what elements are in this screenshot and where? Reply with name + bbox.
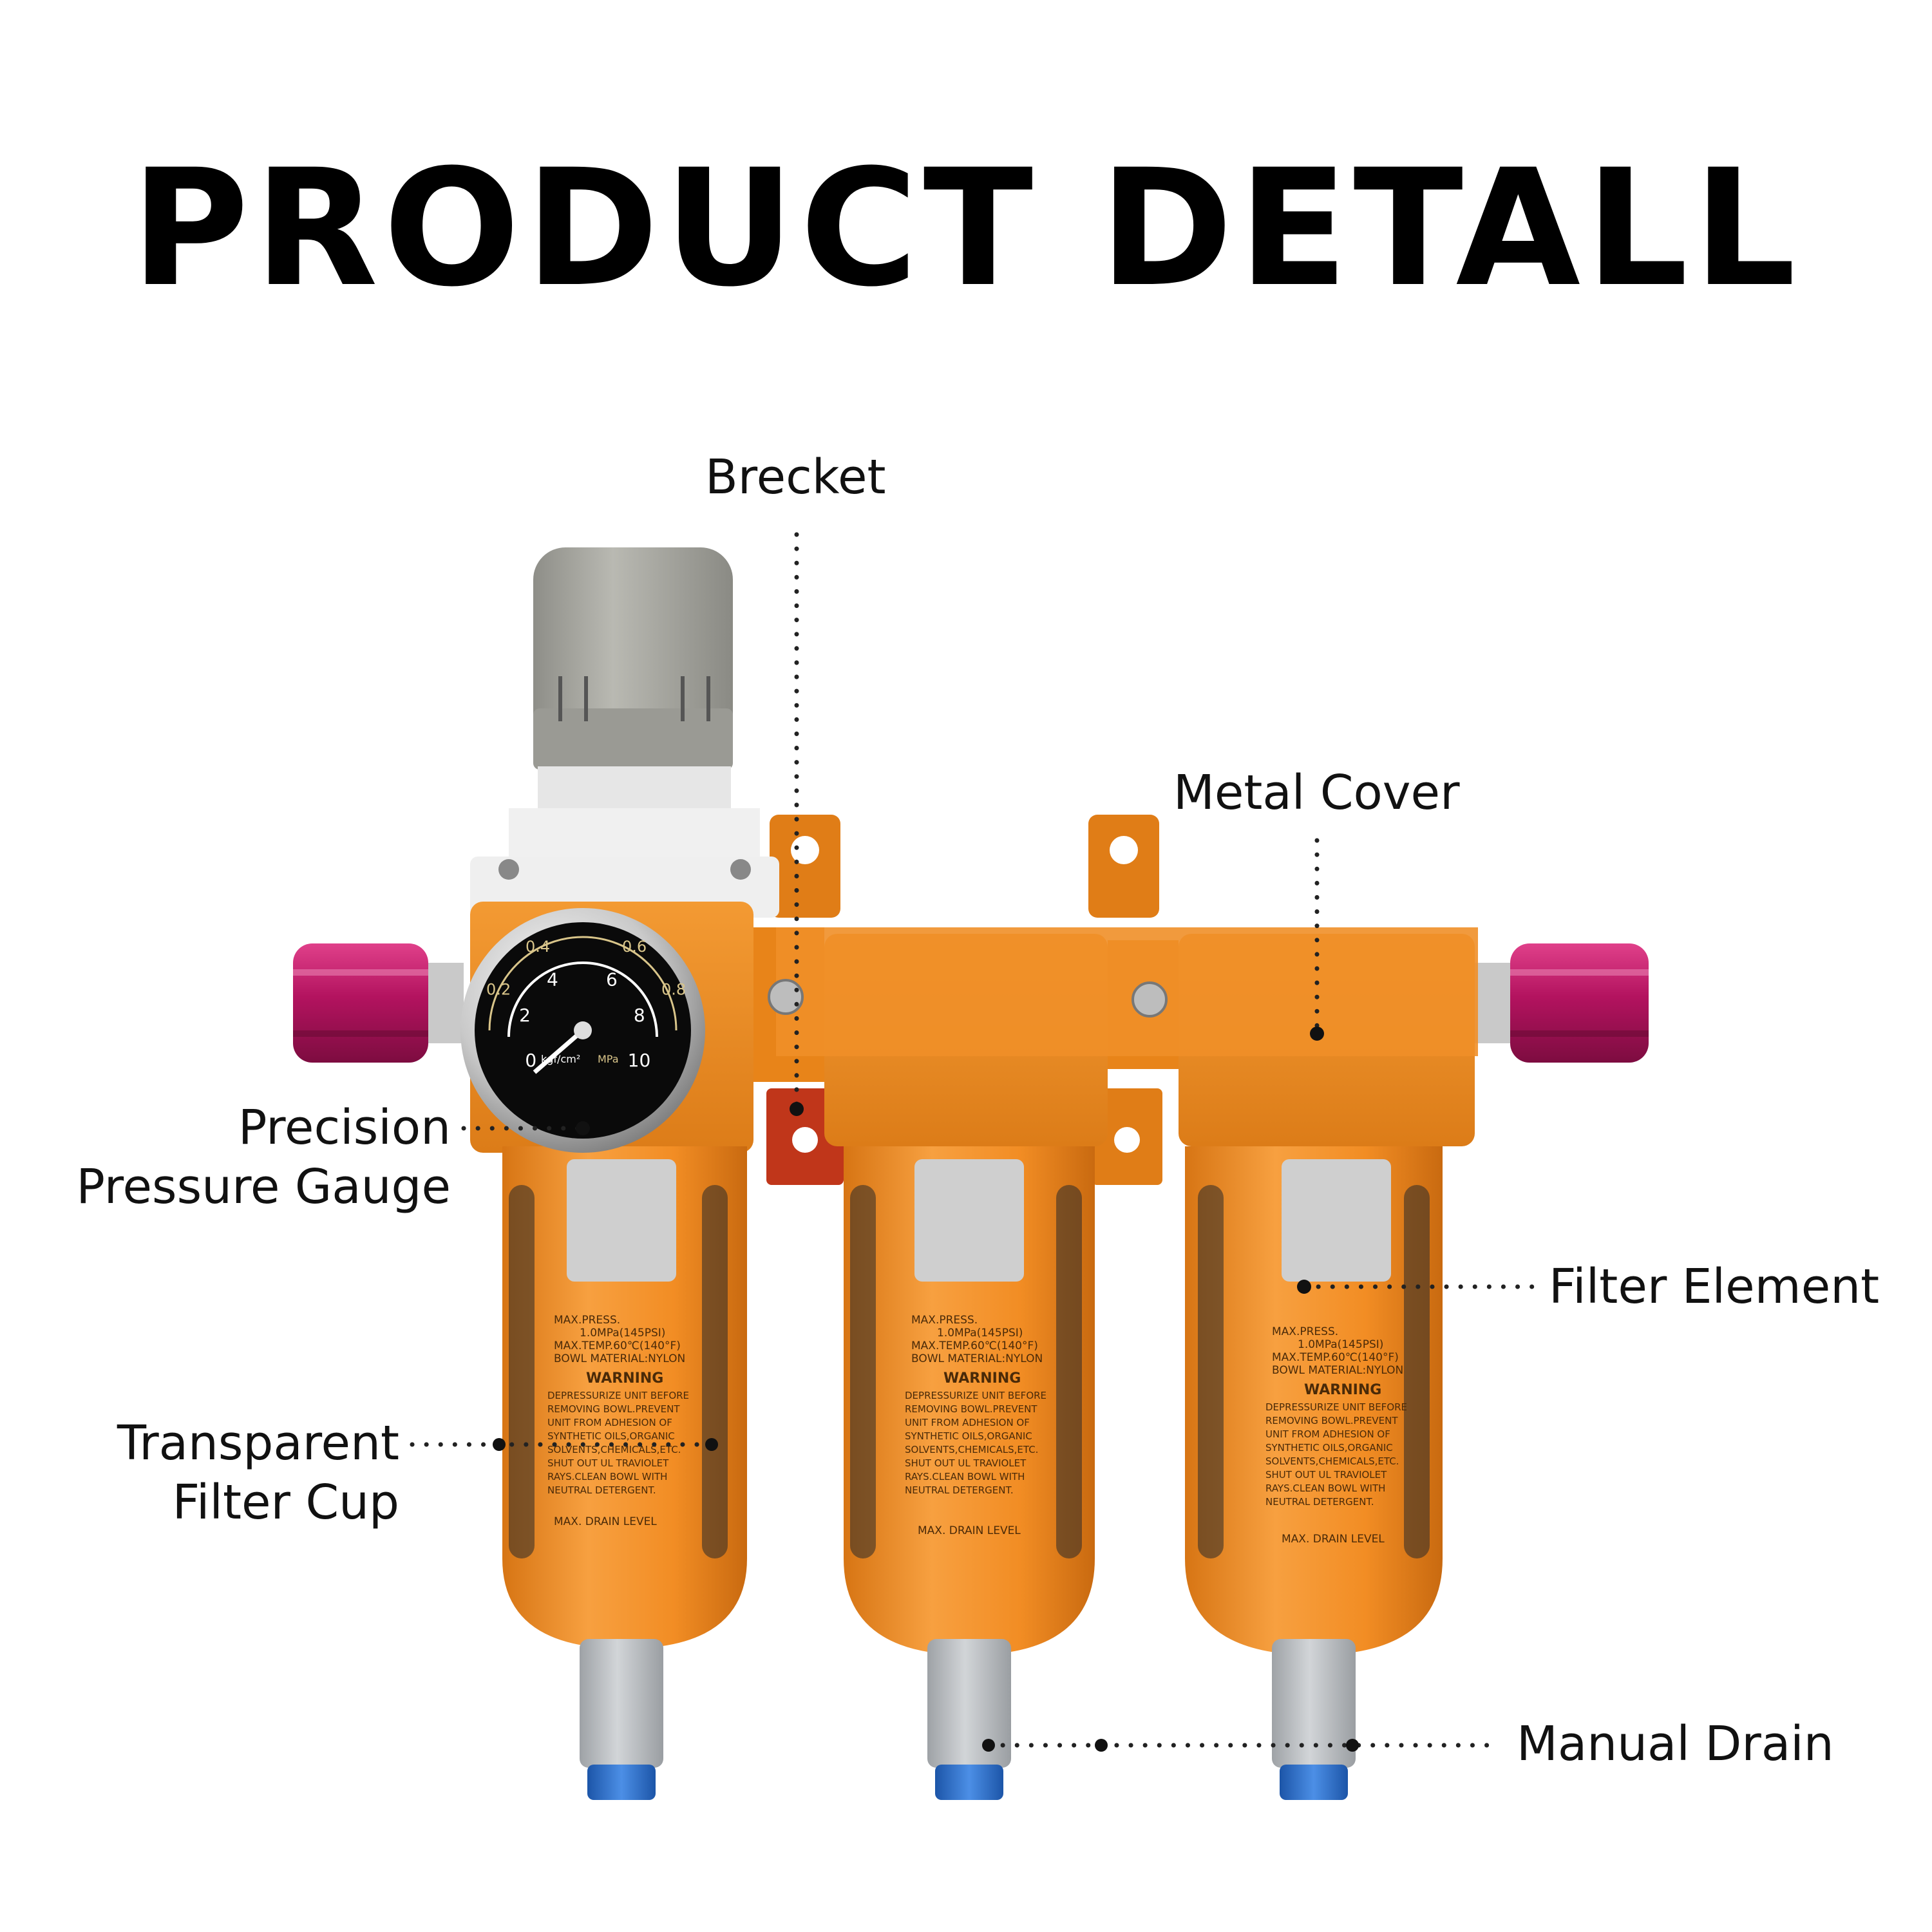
callout-filter-element: Filter Element xyxy=(1549,1259,1880,1314)
callout-gauge-line2: Pressure Gauge xyxy=(76,1159,451,1215)
label1-max-press: MAX.PRESS. xyxy=(554,1314,620,1327)
cup-leader-dot-2 xyxy=(705,1438,718,1451)
bowl3-warning-line: NEUTRAL DETERGENT. xyxy=(1265,1496,1374,1508)
callout-cup-line2: Filter Cup xyxy=(172,1475,399,1530)
drain-3 xyxy=(1272,1639,1356,1800)
drain-leader-dot-2 xyxy=(1095,1739,1108,1752)
gauge-inner-label: 10 xyxy=(628,1050,651,1071)
bowl2-warning-line: SHUT OUT UL TRAVIOLET xyxy=(905,1457,1027,1469)
bowl3-warning-line: RAYS.CLEAN BOWL WITH xyxy=(1265,1482,1385,1494)
bowl2-warning-line: SOLVENTS,CHEMICALS,ETC. xyxy=(905,1444,1038,1455)
gauge-inner-label: 6 xyxy=(606,969,618,990)
callout-brecket: Brecket xyxy=(705,450,886,505)
label1-press-value: 1.0MPa(145PSI) xyxy=(580,1327,665,1340)
filter-element-leader-dot xyxy=(1297,1280,1311,1294)
gauge-outer-label: 0.6 xyxy=(622,938,647,956)
bowl2-warning-line: UNIT FROM ADHESION OF xyxy=(905,1417,1030,1428)
gauge-unit-right: MPa xyxy=(598,1053,619,1065)
brecket-leader-dot xyxy=(790,1102,804,1116)
bowl1-warning-line: SYNTHETIC OILS,ORGANIC xyxy=(547,1430,675,1442)
bowl3-warning-line: REMOVING BOWL.PREVENT xyxy=(1265,1415,1398,1426)
bowl-1 xyxy=(502,1146,747,1649)
bowl-warning-text: DEPRESSURIZE UNIT BEFORE REMOVING BOWL.PR… xyxy=(547,1390,1407,1508)
bracket xyxy=(766,815,1162,1185)
bowl-3 xyxy=(1185,1146,1443,1655)
label3-max-temp: MAX.TEMP.60℃(140°F) xyxy=(1272,1351,1399,1364)
metal-cover-plate xyxy=(776,927,1478,1056)
regulator-knob xyxy=(470,547,779,918)
label3-max-press: MAX.PRESS. xyxy=(1272,1325,1338,1338)
label2-drain-level: MAX. DRAIN LEVEL xyxy=(918,1524,1021,1537)
gauge-leader-dot xyxy=(576,1121,590,1135)
gauge-unit-left: kgf/cm² xyxy=(541,1053,580,1065)
drain-2 xyxy=(927,1639,1011,1800)
bowl1-warning-line: NEUTRAL DETERGENT. xyxy=(547,1484,656,1496)
bowl2-warning-line: DEPRESSURIZE UNIT BEFORE xyxy=(905,1390,1046,1401)
drain-leader-dot-1 xyxy=(982,1739,995,1752)
label2-warning: WARNING xyxy=(943,1370,1021,1387)
label2-max-temp: MAX.TEMP.60℃(140°F) xyxy=(911,1340,1038,1352)
gauge-inner-label: 8 xyxy=(634,1005,645,1026)
label1-material: BOWL MATERIAL:NYLON xyxy=(554,1352,685,1365)
bowl1-warning-line: SOLVENTS,CHEMICALS,ETC. xyxy=(547,1444,681,1455)
bowl1-warning-line: UNIT FROM ADHESION OF xyxy=(547,1417,672,1428)
left-coupler xyxy=(293,943,464,1063)
bowl2-warning-line: REMOVING BOWL.PREVENT xyxy=(905,1403,1037,1415)
gauge-outer-label: 0.2 xyxy=(486,981,511,999)
bowl2-warning-line: RAYS.CLEAN BOWL WITH xyxy=(905,1471,1025,1482)
bowl3-warning-line: SHUT OUT UL TRAVIOLET xyxy=(1265,1469,1387,1481)
bowl2-warning-line: SYNTHETIC OILS,ORGANIC xyxy=(905,1430,1032,1442)
callout-metal-cover: Metal Cover xyxy=(1173,765,1460,820)
gauge-inner-label: 4 xyxy=(547,969,558,990)
bowl3-warning-line: SOLVENTS,CHEMICALS,ETC. xyxy=(1265,1455,1399,1467)
leader-lines xyxy=(410,532,1545,1752)
callout-manual-drain: Manual Drain xyxy=(1517,1716,1834,1772)
label3-drain-level: MAX. DRAIN LEVEL xyxy=(1282,1533,1385,1546)
callout-cup-line1: Transparent xyxy=(117,1416,399,1471)
label1-drain-level: MAX. DRAIN LEVEL xyxy=(554,1515,657,1528)
label3-material: BOWL MATERIAL:NYLON xyxy=(1272,1364,1403,1377)
label1-warning: WARNING xyxy=(586,1370,663,1387)
page-title: PRODUCT DETALL xyxy=(131,135,1801,322)
gauge-outer-label: 0.4 xyxy=(526,938,550,956)
gauge-scale: 0.2 0.4 0.6 0.8 0 24 68 10 xyxy=(486,938,686,1071)
bowl1-warning-line: REMOVING BOWL.PREVENT xyxy=(547,1403,680,1415)
label2-press-value: 1.0MPa(145PSI) xyxy=(937,1327,1023,1340)
cup-leader-dot-1 xyxy=(493,1438,506,1451)
callout-gauge-line1: Precision xyxy=(238,1100,451,1155)
drain-leader-dot-3 xyxy=(1346,1739,1359,1752)
bowl1-warning-line: DEPRESSURIZE UNIT BEFORE xyxy=(547,1390,689,1401)
bowl2-warning-line: NEUTRAL DETERGENT. xyxy=(905,1484,1014,1496)
right-coupler xyxy=(1472,943,1649,1063)
label3-press-value: 1.0MPa(145PSI) xyxy=(1298,1338,1383,1351)
gauge-inner-label: 0 xyxy=(525,1050,536,1071)
metal-cover-leader-dot xyxy=(1310,1027,1324,1041)
bowl3-warning-line: SYNTHETIC OILS,ORGANIC xyxy=(1265,1442,1393,1454)
gauge-outer-label: 0.8 xyxy=(661,981,686,999)
bowl-labels: MAX.PRESS. 1.0MPa(145PSI) MAX.TEMP.60℃(1… xyxy=(554,1314,1403,1546)
bowl1-warning-line: RAYS.CLEAN BOWL WITH xyxy=(547,1471,667,1482)
pressure-gauge: 0.2 0.4 0.6 0.8 0 24 68 10 kgf/cm² MPa xyxy=(460,908,705,1153)
gauge-inner-label: 2 xyxy=(519,1005,531,1026)
label1-max-temp: MAX.TEMP.60℃(140°F) xyxy=(554,1340,681,1352)
label3-warning: WARNING xyxy=(1304,1382,1381,1398)
bowl3-warning-line: DEPRESSURIZE UNIT BEFORE xyxy=(1265,1401,1407,1413)
bowl-2 xyxy=(844,1146,1095,1655)
bowl1-warning-line: SHUT OUT UL TRAVIOLET xyxy=(547,1457,669,1469)
label2-max-press: MAX.PRESS. xyxy=(911,1314,978,1327)
drain-1 xyxy=(580,1639,663,1800)
label2-material: BOWL MATERIAL:NYLON xyxy=(911,1352,1043,1365)
bowl3-warning-line: UNIT FROM ADHESION OF xyxy=(1265,1428,1390,1440)
